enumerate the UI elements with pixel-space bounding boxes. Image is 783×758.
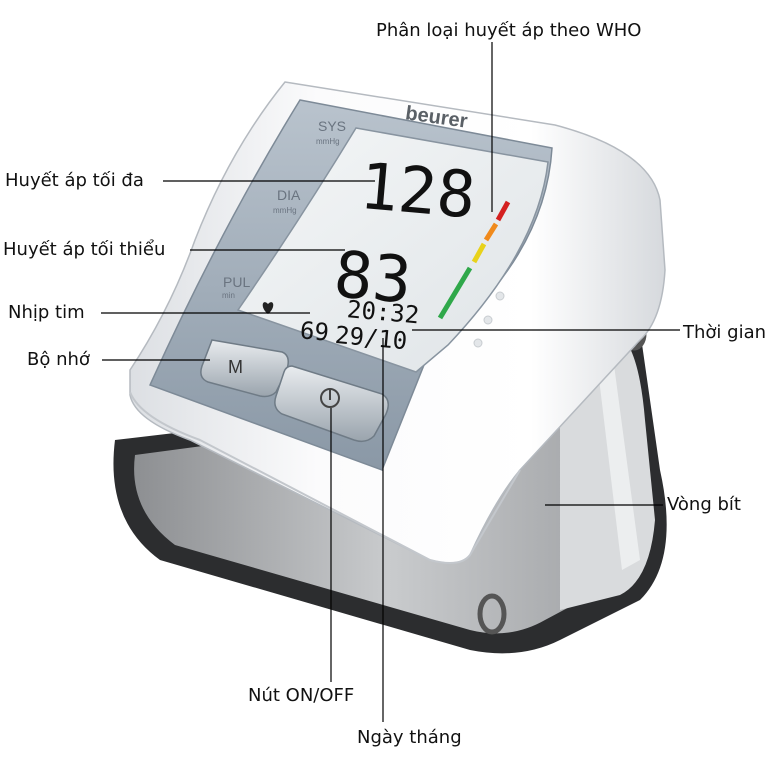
label-diastolic: Huyết áp tối thiểu [3,239,166,260]
label-systolic: Huyết áp tối đa [5,170,144,191]
label-cuff: Vòng bít [667,494,741,515]
sys-unit: mmHg [316,137,340,146]
label-date: Ngày tháng [357,727,462,748]
sys-label: SYS [318,118,346,134]
lcd-systolic: 128 [357,150,479,234]
who-scale [437,200,511,320]
lcd-date: 29/10 [334,321,408,355]
heart-icon [262,302,274,314]
pul-label: PUL [223,274,250,290]
label-memory: Bộ nhớ [27,349,90,370]
leader-lines [101,42,680,722]
label-pulse: Nhịp tim [8,302,85,323]
memory-button[interactable] [200,339,289,398]
pul-unit: min [222,291,235,300]
label-power-button: Nút ON/OFF [248,685,355,706]
memory-button-label[interactable]: M [228,357,243,377]
label-who-classification: Phân loại huyết áp theo WHO [376,20,642,41]
lcd-time: 20:32 [346,295,420,329]
lcd-pulse: 69 [299,316,330,346]
dia-label: DIA [277,187,301,203]
dia-unit: mmHg [273,206,297,215]
label-time: Thời gian [683,322,767,343]
lcd-diastolic: 83 [331,238,414,318]
power-button[interactable] [274,365,389,443]
